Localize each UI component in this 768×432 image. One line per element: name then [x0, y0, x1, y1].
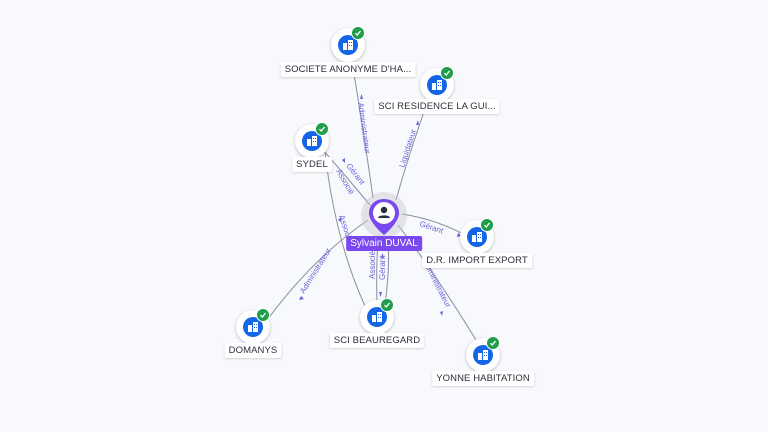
node-circle [236, 308, 270, 344]
company-label[interactable]: SCI BEAUREGARD [329, 333, 425, 348]
edge-label: Gérant [418, 219, 445, 235]
building-icon [302, 131, 322, 151]
building-icon [427, 75, 447, 95]
building-icon [467, 227, 487, 247]
building-icon [243, 317, 263, 337]
edge-arrow [381, 253, 384, 258]
verified-check-icon [380, 298, 394, 312]
edge-arrow [440, 311, 443, 316]
building-icon [473, 345, 493, 365]
verified-check-icon [315, 122, 329, 136]
company-label[interactable]: DOMANYS [224, 343, 282, 358]
edge-label: Liquidateur [397, 128, 418, 169]
edge-arrow [299, 296, 304, 300]
node-circle [331, 26, 365, 62]
edge-sydel-gerant [322, 149, 371, 206]
edge-label: Gérant [378, 255, 387, 280]
edge-arrow [342, 158, 345, 163]
edge-domanys [261, 219, 369, 328]
edge-arrow [416, 120, 419, 125]
edge-arrow [338, 217, 341, 222]
company-label[interactable]: YONNE HABITATION [432, 371, 534, 386]
person-pin-icon[interactable] [367, 197, 401, 237]
company-label[interactable]: D.R. IMPORT EXPORT [422, 253, 532, 268]
verified-check-icon [351, 26, 365, 40]
building-icon [338, 35, 358, 55]
company-label[interactable]: SCI RESIDENCE LA GUI... [374, 99, 500, 114]
person-icon [378, 206, 390, 218]
company-label[interactable]: SOCIETE ANONYME D'HA... [280, 62, 416, 77]
verified-check-icon [256, 308, 270, 322]
node-circle [360, 298, 394, 334]
edge-societe-anonyme [351, 61, 374, 199]
node-circle [460, 218, 494, 254]
company-label[interactable]: SYDEL [292, 157, 332, 172]
edge-label: Associé [368, 250, 377, 279]
edge-label: Administrateur [298, 246, 333, 295]
edge-label: Administrateur [356, 102, 372, 155]
verified-check-icon [440, 66, 454, 80]
node-circle [466, 336, 500, 372]
verified-check-icon [486, 336, 500, 350]
verified-check-icon [480, 218, 494, 232]
person-name-label[interactable]: Sylvain DUVAL [346, 236, 422, 251]
node-circle [295, 122, 329, 158]
edge-arrow [360, 94, 363, 99]
edge-arrow [379, 292, 382, 297]
building-icon [367, 307, 387, 327]
node-circle [420, 66, 454, 102]
